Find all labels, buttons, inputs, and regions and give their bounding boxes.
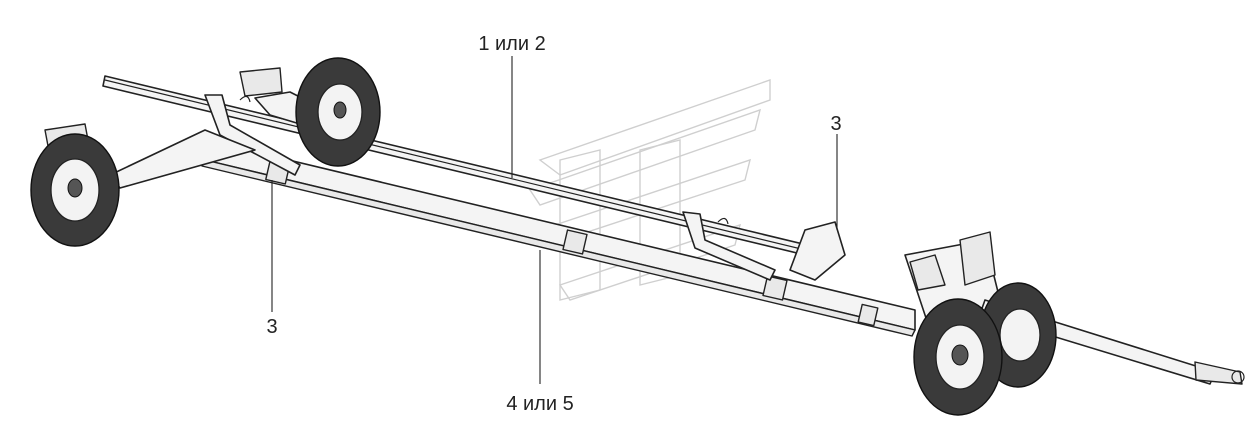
callout-bottom: 4 или 5 [506, 393, 573, 415]
rear-left-wheel [30, 133, 120, 247]
callout-top: 1 или 2 [478, 33, 545, 55]
supports [204, 94, 846, 281]
callout-left: 3 [266, 316, 277, 338]
rear-right-wheel [295, 57, 381, 167]
front-frame [904, 231, 1001, 331]
callout-right: 3 [830, 113, 841, 135]
front-wheel [913, 298, 1003, 416]
